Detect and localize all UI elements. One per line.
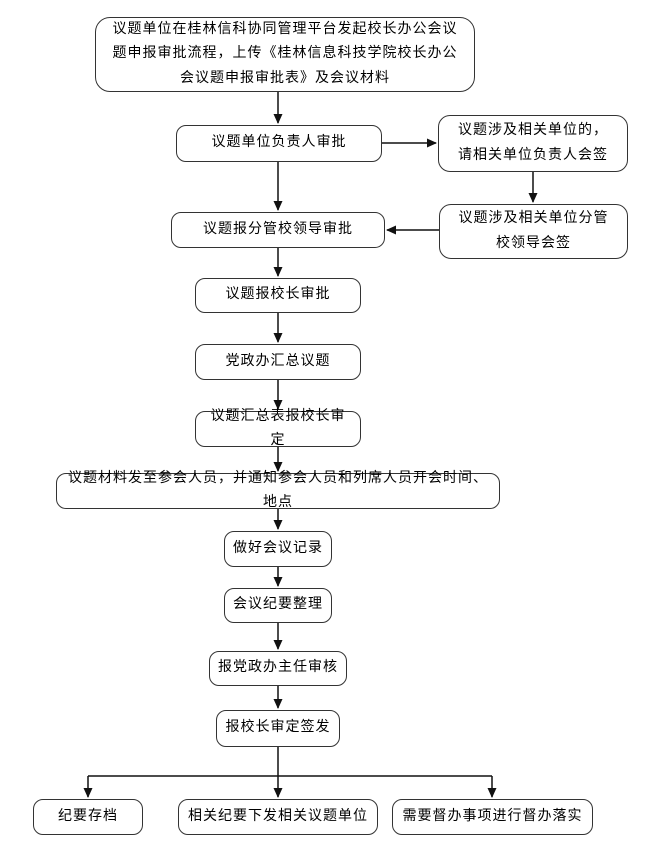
flow-node-distribute-materials-label: 议题材料发至参会人员，并通知参会人员和列席人员开会时间、地点	[68, 470, 488, 510]
flow-node-summary-confirm-label: 议题汇总表报校长审定	[210, 408, 346, 448]
flow-node-meeting-record-label: 做好会议记录	[233, 540, 323, 556]
flow-node-president-approval-label: 议题报校长审批	[225, 287, 331, 303]
flow-node-issue-minutes: 相关纪要下发相关议题单位	[178, 799, 378, 835]
flow-node-summary-confirm: 议题汇总表报校长审定	[195, 409, 361, 448]
branch-distributor-line	[88, 747, 492, 777]
flow-node-director-review: 报党政办主任审核	[209, 651, 347, 686]
flow-node-start-label: 议题单位在桂林信科协同管理平台发起校长办公会议题申报审批流程，上传《桂林信息科技…	[112, 22, 458, 86]
flow-node-cosign-vp-label: 议题涉及相关单位分管校领导会签	[458, 211, 609, 251]
flow-node-office-summary-label: 党政办汇总议题	[225, 353, 331, 369]
flow-node-cosign-unit: 议题涉及相关单位的，请相关单位负责人会签	[438, 115, 628, 172]
flow-node-minutes-organize: 会议纪要整理	[224, 588, 332, 623]
flow-node-meeting-record: 做好会议记录	[224, 531, 332, 567]
flow-node-vp-approval: 议题报分管校领导审批	[171, 212, 385, 248]
flow-node-archive-label: 纪要存档	[58, 808, 118, 824]
flow-node-president-sign: 报校长审定签发	[216, 710, 340, 747]
flow-node-cosign-unit-label: 议题涉及相关单位的，请相关单位负责人会签	[458, 123, 608, 163]
flow-node-distribute-materials: 议题材料发至参会人员，并通知参会人员和列席人员开会时间、地点	[56, 471, 500, 510]
flow-node-president-approval: 议题报校长审批	[195, 278, 361, 313]
flow-node-supervise-label: 需要督办事项进行督办落实	[402, 808, 583, 824]
flow-node-issue-minutes-label: 相关纪要下发相关议题单位	[188, 808, 368, 824]
flow-node-office-summary: 党政办汇总议题	[195, 344, 361, 380]
flow-node-cosign-vp: 议题涉及相关单位分管校领导会签	[439, 204, 628, 259]
flow-node-vp-approval-label: 议题报分管校领导审批	[203, 221, 353, 237]
flow-node-president-sign-label: 报校长审定签发	[225, 720, 331, 736]
flow-node-unit-head-approval: 议题单位负责人审批	[176, 125, 382, 162]
flow-node-minutes-organize-label: 会议纪要整理	[233, 597, 323, 613]
flow-node-unit-head-approval-label: 议题单位负责人审批	[211, 135, 347, 151]
flow-node-archive: 纪要存档	[33, 799, 143, 835]
flow-node-director-review-label: 报党政办主任审核	[218, 660, 338, 676]
flow-node-start: 议题单位在桂林信科协同管理平台发起校长办公会议题申报审批流程，上传《桂林信息科技…	[95, 17, 475, 92]
flow-node-supervise: 需要督办事项进行督办落实	[392, 799, 593, 835]
